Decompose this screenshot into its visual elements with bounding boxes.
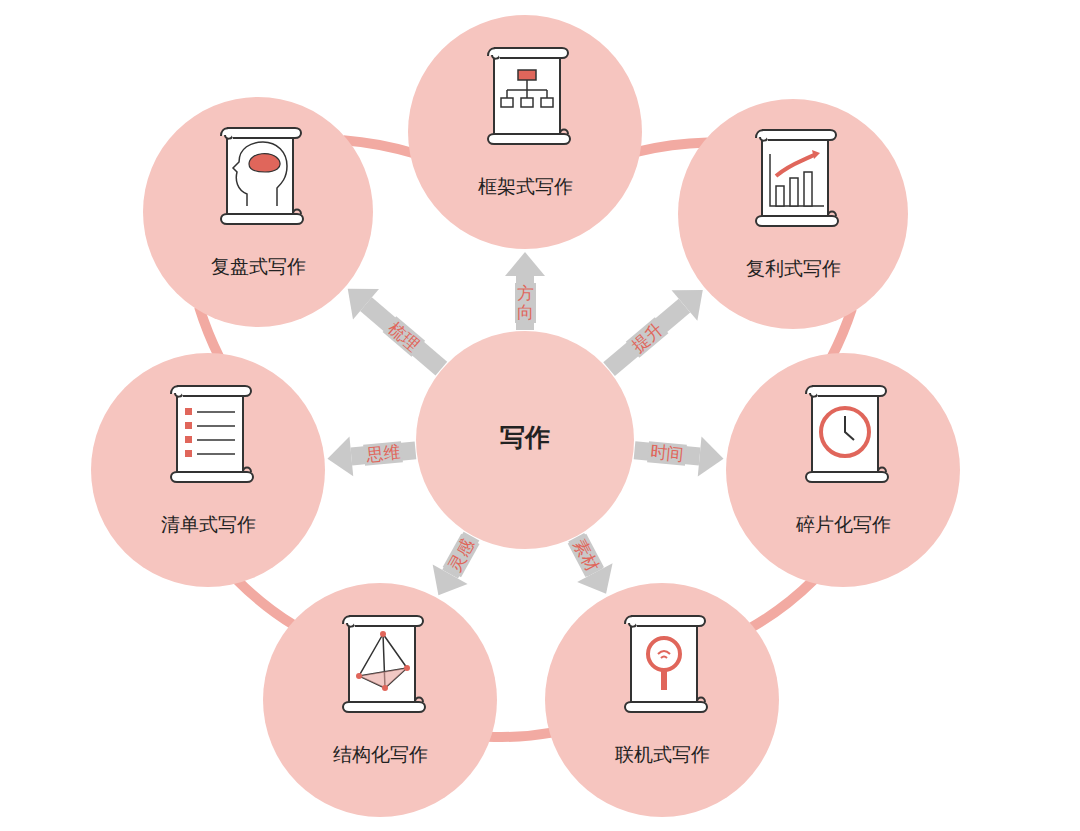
method-circle: 复盘式写作 bbox=[142, 96, 374, 328]
direction-arrow bbox=[635, 437, 724, 477]
method-title: 联机式写作 bbox=[544, 742, 780, 768]
method-title: 清单式写作 bbox=[90, 512, 326, 538]
direction-arrow bbox=[348, 289, 442, 369]
method-circle: 清单式写作 bbox=[90, 352, 326, 588]
ring-segment bbox=[237, 580, 295, 626]
ring-segment bbox=[487, 732, 553, 737]
arrow-head bbox=[348, 289, 379, 320]
circle-fill bbox=[726, 353, 960, 587]
method-circle: 碎片化写作 bbox=[725, 352, 961, 588]
circle-fill bbox=[263, 583, 497, 817]
arrow-shaft bbox=[609, 306, 684, 370]
arrow-label: 时间 bbox=[647, 441, 687, 465]
scroll-icon bbox=[806, 386, 888, 482]
arrow-head bbox=[327, 437, 353, 477]
circle-fill bbox=[678, 99, 908, 329]
circle-fill bbox=[408, 15, 642, 249]
arrow-label: 方向 bbox=[515, 283, 536, 322]
direction-arrow bbox=[505, 252, 545, 330]
method-title: 结构化写作 bbox=[262, 742, 498, 768]
circle-shape bbox=[677, 98, 909, 330]
circle-shape bbox=[142, 96, 374, 328]
scroll-icon bbox=[171, 386, 253, 482]
arrow-head bbox=[505, 252, 545, 276]
method-title: 碎片化写作 bbox=[725, 512, 961, 538]
arrow-shaft bbox=[366, 304, 441, 368]
circle-shape bbox=[725, 352, 961, 588]
ring-arc bbox=[487, 732, 553, 737]
circle-fill bbox=[416, 331, 634, 549]
method-title: 框架式写作 bbox=[407, 174, 643, 200]
center-circle: 写作 bbox=[415, 330, 635, 550]
circle-shape bbox=[407, 14, 643, 250]
ring-arc bbox=[237, 580, 295, 626]
arrow-label: 灵感 bbox=[442, 534, 479, 577]
arrow-head bbox=[698, 437, 724, 477]
scroll-icon bbox=[343, 616, 425, 712]
method-circle: 框架式写作 bbox=[407, 14, 643, 250]
ring-segment bbox=[637, 142, 708, 151]
direction-arrow bbox=[327, 437, 415, 477]
method-circle: 联机式写作 bbox=[544, 582, 780, 818]
circle-fill bbox=[143, 97, 373, 327]
arrow-label: 素材 bbox=[568, 533, 604, 576]
circle-fill bbox=[545, 583, 779, 817]
method-circle: 结构化写作 bbox=[262, 582, 498, 818]
scroll-icon bbox=[625, 616, 707, 712]
method-title: 复盘式写作 bbox=[142, 254, 374, 280]
scroll-icon bbox=[488, 48, 570, 144]
circle-shape bbox=[262, 582, 498, 818]
arrow-head bbox=[672, 290, 703, 321]
method-title: 复利式写作 bbox=[677, 256, 909, 282]
ring-arc bbox=[750, 580, 814, 629]
direction-arrow bbox=[609, 290, 703, 369]
ring-arc bbox=[637, 142, 708, 151]
center-title: 写作 bbox=[415, 421, 635, 454]
scroll-icon bbox=[756, 130, 838, 226]
arrow-label: 思维 bbox=[364, 441, 404, 465]
ring-segment bbox=[750, 580, 814, 629]
circle-shape bbox=[544, 582, 780, 818]
scroll-icon bbox=[221, 128, 303, 224]
circle-shape bbox=[90, 352, 326, 588]
method-circle: 复利式写作 bbox=[677, 98, 909, 330]
circle-fill bbox=[91, 353, 325, 587]
